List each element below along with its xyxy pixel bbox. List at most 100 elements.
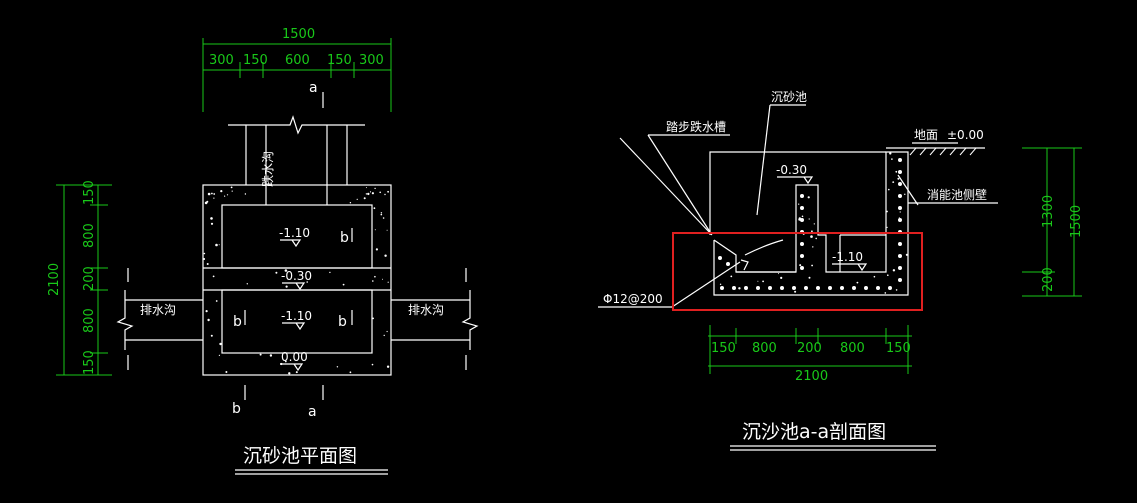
plan-level-mid-marker: [282, 282, 306, 291]
concrete-speck: [284, 360, 287, 363]
concrete-speck: [280, 362, 283, 366]
rebar-dot: [792, 286, 796, 290]
concrete-speck: [897, 177, 900, 180]
concrete-speck: [898, 217, 900, 219]
concrete-speck: [373, 207, 376, 210]
rebar-dot: [800, 266, 804, 270]
rebar-dot: [852, 286, 856, 290]
concrete-speck: [212, 275, 215, 278]
concrete-speck: [762, 280, 764, 283]
plan-top-dim-4: 150: [327, 53, 352, 68]
rebar-label: Φ12@200: [603, 292, 663, 306]
section-concrete-hatch: [719, 152, 909, 294]
concrete-speck: [386, 229, 388, 231]
plan-title: 沉砂池平面图: [243, 445, 357, 467]
concrete-speck: [213, 193, 216, 195]
rebar-dot: [898, 206, 902, 210]
rebar-dot: [800, 206, 804, 210]
rebar-leader: [671, 261, 741, 308]
concrete-speck: [246, 283, 248, 285]
concrete-speck: [220, 190, 223, 193]
concrete-speck: [386, 365, 390, 368]
concrete-speck: [738, 287, 741, 290]
rebar-dot: [898, 182, 902, 186]
concrete-speck: [899, 267, 902, 270]
rebar-dot: [864, 286, 868, 290]
plan-top-total: 1500: [282, 27, 315, 42]
concrete-speck: [213, 197, 215, 199]
plan-top-dim-3: 600: [285, 53, 310, 68]
rebar-dot: [718, 256, 722, 260]
concrete-speck: [365, 193, 368, 195]
rebar-dot: [804, 286, 808, 290]
concrete-speck: [349, 371, 352, 374]
concrete-speck: [892, 181, 895, 184]
concrete-speck: [203, 252, 206, 255]
rebar-dot: [898, 158, 902, 162]
concrete-speck: [895, 289, 898, 291]
concrete-speck: [799, 264, 802, 267]
left-drain-break: [116, 290, 134, 350]
plan-left-dim-3: 200: [82, 266, 97, 291]
wall-label: 消能池侧壁: [927, 187, 987, 202]
concrete-speck: [889, 152, 892, 155]
plan-outer-wall: [202, 184, 392, 376]
rebar-dot: [898, 242, 902, 246]
rebar-dot: [732, 286, 736, 290]
plan-left-dim-2: 800: [82, 223, 97, 248]
concrete-speck: [225, 371, 228, 373]
concrete-speck: [365, 187, 367, 189]
concrete-speck: [375, 248, 378, 251]
plan-level-lower-marker: [282, 322, 306, 331]
section-title-underline: [730, 445, 936, 451]
concrete-speck: [382, 278, 383, 280]
rebar-dot: [888, 286, 892, 290]
concrete-speck: [888, 188, 890, 191]
concrete-speck: [374, 229, 376, 231]
section-b-lower-right-label: b: [338, 314, 347, 330]
concrete-speck: [798, 217, 801, 220]
concrete-speck: [383, 334, 385, 337]
rebar-dot: [876, 286, 880, 290]
pool-label: 沉砂池: [771, 90, 807, 104]
concrete-speck: [856, 281, 859, 284]
section-bottom-dim-2: 800: [752, 341, 777, 356]
concrete-speck: [363, 197, 366, 200]
concrete-speck: [211, 192, 213, 195]
concrete-speck: [367, 192, 370, 196]
concrete-speck: [207, 318, 210, 322]
concrete-speck: [719, 283, 722, 285]
plan-level-bottom: 0.00: [281, 350, 308, 364]
concrete-speck: [813, 223, 815, 225]
step-trough-label: 踏步跌水槽: [666, 119, 726, 134]
water-mark: [740, 259, 749, 271]
concrete-speck: [205, 310, 208, 313]
concrete-speck: [384, 254, 387, 257]
concrete-speck: [226, 194, 229, 196]
section-level-bottom: -1.10: [832, 250, 863, 264]
concrete-speck: [285, 285, 288, 288]
concrete-speck: [207, 192, 211, 196]
section-right-dim-1500: 1500: [1069, 205, 1084, 238]
section-upper-outline: [709, 151, 886, 235]
concrete-speck: [204, 201, 208, 205]
concrete-speck: [218, 244, 220, 246]
concrete-speck: [372, 317, 374, 320]
step-leader-1: [619, 137, 713, 236]
section-bottom-dim-5: 150: [886, 341, 911, 356]
concrete-speck: [811, 230, 813, 233]
concrete-speck: [372, 280, 374, 282]
concrete-speck: [342, 283, 345, 286]
concrete-speck: [301, 274, 303, 276]
rebar-dot: [898, 278, 902, 282]
concrete-speck: [306, 281, 309, 283]
section-right-dim-200: 200: [1041, 267, 1056, 292]
concrete-speck: [794, 290, 797, 293]
concrete-speck: [386, 330, 388, 333]
concrete-speck: [905, 253, 909, 256]
concrete-speck: [884, 292, 887, 294]
section-bottom-total: 2100: [795, 369, 828, 384]
concrete-speck: [757, 280, 759, 282]
concrete-speck: [295, 371, 298, 374]
